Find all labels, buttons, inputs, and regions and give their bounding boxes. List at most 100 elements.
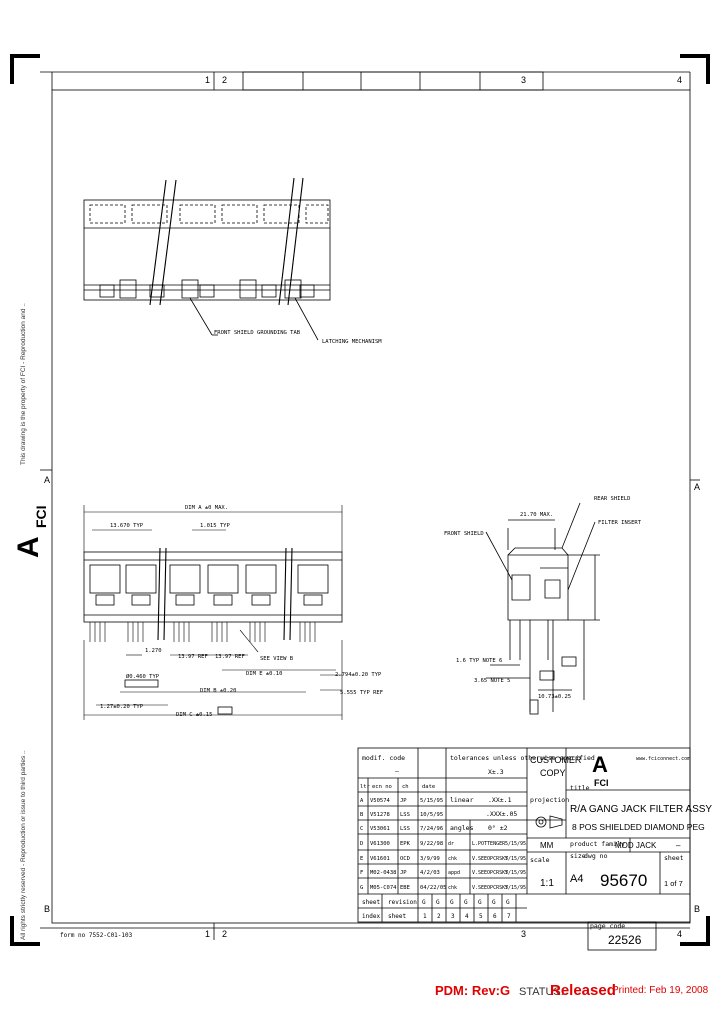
- dim-c: DIM C ±0.15: [176, 712, 212, 718]
- approval-cell: V.SEEOPCRSKY: [472, 870, 508, 876]
- tb-page-code: 22526: [608, 933, 642, 947]
- side-view: [485, 502, 600, 715]
- revision-cell: V51278: [370, 812, 390, 818]
- dim-1397-b: 13.97 REF: [215, 654, 245, 660]
- rev-header-date: date: [422, 784, 435, 790]
- approval-cell: 5/15/95: [505, 870, 526, 876]
- revision-cell: A: [360, 798, 364, 804]
- dim-1270: 1.270: [145, 648, 162, 654]
- revision-cell: 7/24/96: [420, 826, 443, 832]
- revision-cell: D: [360, 841, 363, 847]
- tb-logo-letter: A: [592, 752, 608, 777]
- sheet-index-cell: 2: [437, 913, 441, 920]
- front-view: [83, 505, 343, 720]
- revision-cell: V53061: [370, 826, 390, 832]
- rev-header-ltr: ltr: [360, 784, 371, 790]
- dim-2170: 21.70 MAX.: [520, 512, 553, 518]
- side-logo-letter: A: [12, 536, 45, 558]
- zone-top-3: 3: [521, 75, 526, 85]
- revision-table: ltr ecn no ch date A V50574 JP 5/15/95 B V512…: [360, 784, 526, 891]
- dim-a: DIM A ±0 MAX.: [185, 505, 228, 511]
- sheet-index-cell: 7: [507, 913, 511, 920]
- revision-cell: JP: [400, 798, 407, 804]
- revision-cell: 4/2/03: [420, 870, 440, 876]
- rev-header-ch: ch: [402, 784, 409, 790]
- approval-cell: dr: [448, 841, 454, 847]
- tb-title-label: title: [570, 784, 590, 792]
- sheet-revision-cell: G: [506, 899, 510, 906]
- dim-13670: 13.670 TYP: [110, 523, 144, 529]
- revision-cell: 04/22/05: [420, 885, 447, 891]
- zone-bottom-1: 1: [205, 929, 210, 939]
- zone-bottom-4: 4: [677, 929, 682, 939]
- zone-right-a: A: [694, 482, 700, 492]
- sheet-index-cell: 3: [451, 913, 455, 920]
- title-block: [357, 747, 691, 951]
- rev-header-ecn: ecn no: [372, 784, 392, 790]
- sheet-revision-cell: G: [450, 899, 454, 906]
- tb-size-value: A4: [570, 873, 583, 885]
- tb-sheet-row-label: sheet: [362, 899, 380, 906]
- approval-cell: appd: [448, 870, 460, 876]
- dim-127: 1.27±0.20 TYP: [100, 704, 144, 710]
- label-latching-mechanism: LATCHING MECHANISM: [322, 339, 382, 345]
- approval-cell: 5/15/95: [505, 885, 526, 891]
- jack-ports: [89, 564, 329, 606]
- tb-size-label: size: [570, 852, 586, 860]
- side-text-lower: All rights strictly reserved - Reproduct…: [20, 750, 27, 940]
- dim-5555: 5.555 TYP REF: [340, 690, 383, 696]
- tb-tol1: X±.3: [488, 768, 504, 776]
- tb-tol4: 0° ±2: [488, 824, 508, 832]
- tb-dwg-no-label: dwg no: [584, 852, 608, 860]
- label-rear-shield: REAR SHIELD: [594, 496, 630, 502]
- dim-2794: 2.794±0.20 TYP: [335, 672, 382, 678]
- revision-cell: V61300: [370, 841, 390, 847]
- zone-left-b: B: [44, 904, 50, 914]
- tb-scale-value: 1:1: [540, 878, 554, 889]
- revision-cell: C: [360, 826, 363, 832]
- revision-cell: OCD: [400, 856, 410, 862]
- tb-index-row-label: index: [362, 913, 380, 920]
- label-see-view-b: SEE VIEW B: [260, 656, 294, 662]
- side-fci-logo: A FCI: [12, 505, 49, 558]
- zone-bottom-3: 3: [521, 929, 526, 939]
- tb-sheet-value: 1 of 7: [664, 879, 683, 888]
- revision-cell: V50574: [370, 798, 391, 804]
- approval-cell: L.POTTENGER: [472, 841, 506, 847]
- sheet-index-cell: 1: [423, 913, 427, 920]
- zone-left-a: A: [44, 475, 50, 485]
- revision-cell: EBE: [400, 885, 410, 891]
- tb-dwg-number: 95670: [600, 871, 647, 890]
- revision-cell: E: [360, 856, 363, 862]
- tb-website: www.fciconnect.com: [636, 756, 690, 762]
- tb-angles: angles: [450, 824, 474, 832]
- printed-date: Printed: Feb 19, 2008: [612, 985, 709, 996]
- approval-cell: chk: [448, 885, 457, 891]
- label-front-shield: FRONT SHIELD: [444, 531, 484, 537]
- tb-revision-row-label: revision: [388, 899, 417, 906]
- sheet-revision-cell: G: [464, 899, 468, 906]
- dim-note6: 1.6 TYP NOTE 6: [456, 658, 502, 664]
- pdm-revision: PDM: Rev:G: [435, 983, 511, 998]
- sheet-index-cell: 5: [479, 913, 483, 920]
- approval-cell: V.SEEOPCRSKY: [472, 885, 508, 891]
- dim-note5: 3.65 NOTE 5: [474, 678, 510, 684]
- status-value: Released: [550, 982, 616, 999]
- zone-top-4: 4: [677, 75, 682, 85]
- tb-tol2: .XX±.1: [488, 796, 512, 804]
- frame: [40, 71, 700, 940]
- zone-top-2: 2: [222, 75, 227, 85]
- tb-product-family: MOD JACK: [615, 841, 657, 850]
- zone-right-b: B: [694, 904, 700, 914]
- sheet-revision-cell: G: [492, 899, 496, 906]
- revision-cell: B: [360, 812, 364, 818]
- revision-cell: G: [360, 885, 363, 891]
- tb-modif-code: modif. code: [362, 754, 405, 762]
- tb-tolerances: tolerances unless otherwise specified: [450, 754, 595, 762]
- revision-cell: V61601: [370, 856, 390, 862]
- side-logo-word: FCI: [33, 505, 49, 528]
- dim-1073: 10.73±0.25: [538, 694, 571, 700]
- tb-product-family-label: product family: [570, 840, 625, 848]
- revision-cell: F: [360, 870, 363, 876]
